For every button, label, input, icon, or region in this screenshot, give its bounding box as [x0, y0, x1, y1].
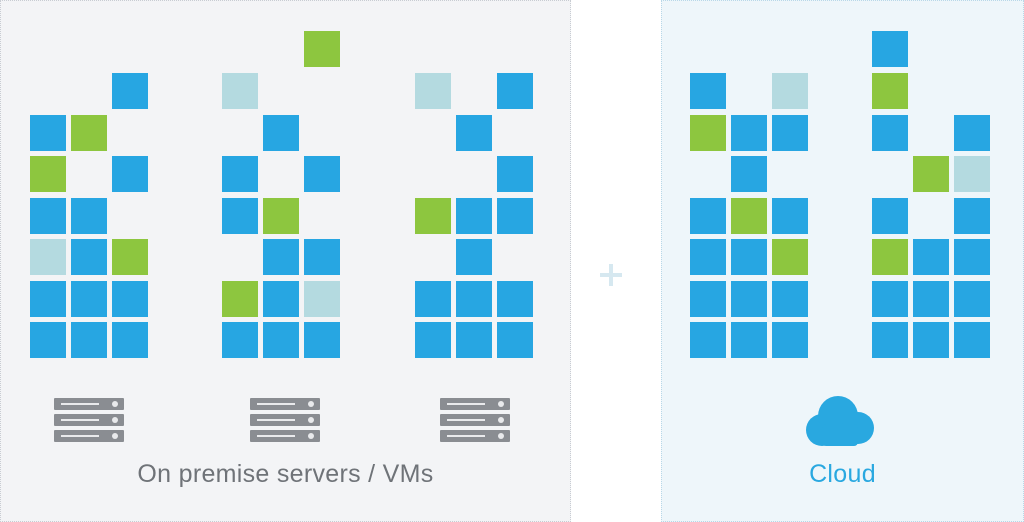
cloud-2-vm-block: [954, 156, 990, 192]
server-1-vm-block: [30, 239, 66, 275]
server-2-vm-block: [304, 322, 340, 358]
server-1-vm-block: [30, 156, 66, 192]
server-3-vm-block: [456, 239, 492, 275]
cloud-2-vm-block: [954, 198, 990, 234]
cloud-2-vm-block: [954, 322, 990, 358]
cloud-1-vm-block: [772, 322, 808, 358]
server-2-vm-block: [304, 156, 340, 192]
server-2-vm-block: [304, 239, 340, 275]
server-1-vm-block: [112, 281, 148, 317]
cloud-1-vm-block: [772, 115, 808, 151]
server-2-vm-block: [222, 198, 258, 234]
server-3-vm-block: [415, 73, 451, 109]
cloud-1-vm-block: [690, 322, 726, 358]
server-1-vm-block: [112, 73, 148, 109]
server-rack-icon: [54, 398, 124, 446]
cloud-1-vm-block: [690, 115, 726, 151]
cloud-1-vm-block: [772, 73, 808, 109]
cloud-2-vm-block: [872, 31, 908, 67]
cloud-1-vm-block: [731, 281, 767, 317]
server-2-vm-block: [222, 281, 258, 317]
cloud-2-vm-block: [872, 198, 908, 234]
cloud-1-vm-block: [772, 281, 808, 317]
server-2-vm-block: [222, 73, 258, 109]
server-3-vm-block: [456, 281, 492, 317]
cloud-2-vm-block: [913, 322, 949, 358]
server-2-vm-block: [222, 322, 258, 358]
cloud-2-vm-block: [872, 322, 908, 358]
server-1-vm-block: [30, 322, 66, 358]
cloud-1-vm-block: [690, 281, 726, 317]
server-1-vm-block: [30, 198, 66, 234]
server-3-vm-block: [497, 73, 533, 109]
cloud-1-vm-block: [731, 322, 767, 358]
cloud-1-vm-block: [772, 198, 808, 234]
server-3-vm-block: [497, 322, 533, 358]
server-rack-icon: [440, 398, 510, 446]
server-2-vm-block: [263, 322, 299, 358]
server-1-vm-block: [30, 281, 66, 317]
cloud-1-vm-block: [731, 198, 767, 234]
server-1-vm-block: [71, 322, 107, 358]
server-1-vm-block: [112, 156, 148, 192]
plus-icon: [600, 264, 622, 286]
server-3-vm-block: [415, 281, 451, 317]
cloud-2-vm-block: [954, 115, 990, 151]
server-1-vm-block: [71, 198, 107, 234]
server-3-vm-block: [456, 198, 492, 234]
cloud-icon: [806, 396, 874, 446]
server-1-vm-block: [112, 239, 148, 275]
cloud-2-vm-block: [872, 115, 908, 151]
cloud-1-vm-block: [772, 239, 808, 275]
cloud-1-vm-block: [690, 73, 726, 109]
server-2-vm-block: [222, 156, 258, 192]
server-3-vm-block: [415, 198, 451, 234]
cloud-2-vm-block: [872, 239, 908, 275]
cloud-1-vm-block: [731, 156, 767, 192]
server-1-vm-block: [71, 115, 107, 151]
server-2-vm-block: [304, 31, 340, 67]
cloud-1-vm-block: [731, 115, 767, 151]
server-2-vm-block: [263, 281, 299, 317]
server-3-vm-block: [456, 115, 492, 151]
on-premise-caption: On premise servers / VMs: [137, 460, 434, 488]
cloud-caption: Cloud: [809, 460, 876, 488]
server-2-vm-block: [263, 239, 299, 275]
cloud-2-vm-block: [872, 73, 908, 109]
server-2-vm-block: [263, 115, 299, 151]
server-rack-icon: [250, 398, 320, 446]
server-1-vm-block: [71, 281, 107, 317]
server-2-vm-block: [263, 198, 299, 234]
cloud-2-vm-block: [913, 281, 949, 317]
cloud-1-vm-block: [690, 198, 726, 234]
cloud-2-vm-block: [913, 156, 949, 192]
cloud-2-vm-block: [954, 281, 990, 317]
server-1-vm-block: [30, 115, 66, 151]
server-2-vm-block: [304, 281, 340, 317]
server-3-vm-block: [415, 322, 451, 358]
cloud-2-vm-block: [872, 281, 908, 317]
cloud-2-vm-block: [913, 239, 949, 275]
server-3-vm-block: [497, 198, 533, 234]
server-1-vm-block: [71, 239, 107, 275]
cloud-1-vm-block: [731, 239, 767, 275]
server-3-vm-block: [456, 322, 492, 358]
server-3-vm-block: [497, 156, 533, 192]
server-3-vm-block: [497, 281, 533, 317]
cloud-2-vm-block: [954, 239, 990, 275]
cloud-1-vm-block: [690, 239, 726, 275]
server-1-vm-block: [112, 322, 148, 358]
